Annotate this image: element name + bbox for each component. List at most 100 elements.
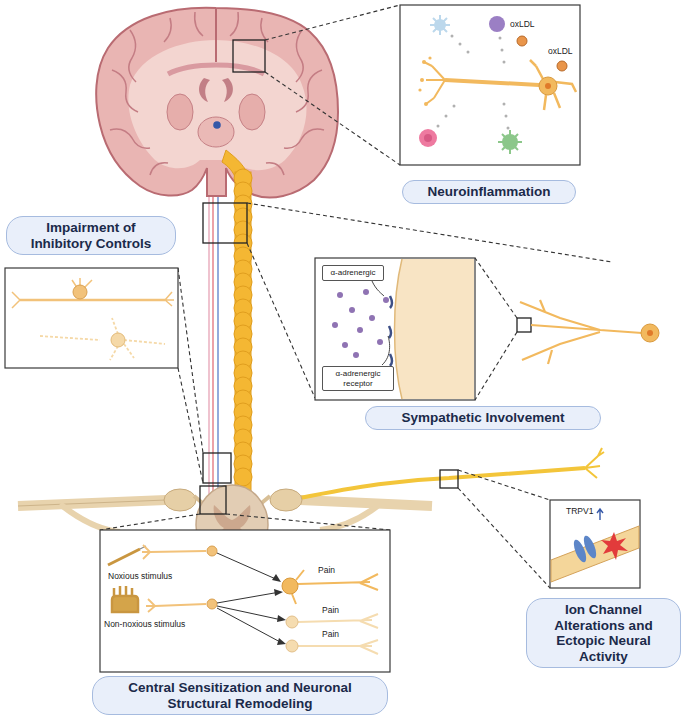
dashed-guide-part [458,470,550,500]
spinal-cord-part [234,468,252,486]
sympathetic-inset-part-part [369,315,375,321]
neuroinflammation-inset [400,5,580,165]
brain-section-part [222,78,233,102]
spinal-cross-section-part [60,504,120,532]
central-inset [100,530,390,672]
zoom-frame-part [440,470,458,488]
dashed-guide-part [178,368,203,483]
spinal-cross-section-part [270,489,302,511]
neuroinflammation-inset-part-part [507,127,510,130]
inhibitory-inset-part [73,285,87,299]
category-pill: Central Sensitization and Neuronal Struc… [92,676,388,715]
central-inset-part [207,546,217,556]
category-pill: Impairment of Inhibitory Controls [6,216,176,255]
inhibitory-inset-part [40,318,165,360]
central-inset-part [286,616,298,628]
neuroinflammation-inset-part-part [437,125,440,128]
brain-section-part-part [261,18,268,42]
neuroinflammation-inset-part-part [445,115,448,118]
neuroinflammation-inset-part [418,56,431,106]
glial-cell-part [419,129,437,147]
category-pill: Neuroinflammation [402,180,576,204]
dashed-guide-part [247,203,612,262]
sympathetic-inset-part [332,289,389,358]
ion-channel-inset-part [597,509,603,520]
neuroinflammation-inset-part-part [451,35,454,38]
central-inset-part [292,570,378,604]
sympathetic-inset-part-part [332,322,338,328]
sympathetic-inset-part-part [363,289,369,295]
neuroinflammation-inset-part [437,35,510,130]
zoom-frame-part [203,203,247,243]
node-text: α-adrenergic [330,268,375,278]
neuroinflammation-inset-part-part [499,37,502,40]
zoom-frame-part [203,453,231,483]
node-text: Impairment of Inhibitory Controls [17,220,165,251]
zoom-frame-part [233,40,265,72]
inhibitory-inset [5,268,178,368]
spinal-cross-section-part [300,468,585,498]
sympathetic-inset-part [372,281,384,296]
spinal-cross-section-part [18,500,166,506]
text-label: Noxious stimulus [108,572,172,582]
zoom-frame-part [517,318,531,332]
neuroinflammation-inset-part [530,60,576,110]
neuroinflammation-inset-part-part [467,51,470,54]
spinal-cross-section-part [300,500,432,506]
sympathetic-inset-part-part [389,326,391,338]
neuroinflammation-inset-part-part [422,60,426,64]
central-inset-part [286,640,298,652]
brain-section-part-part [150,163,168,175]
brain-section-part-part [284,129,324,148]
glial-cell-part [430,15,450,35]
neuroinflammation-inset-part-part [418,88,421,91]
sympathetic-inset-part-part [390,354,392,366]
brain-section-part-part [164,18,171,42]
dashed-guide-part [475,332,517,400]
spinal-cross-section-part [320,504,380,530]
central-inset-part [207,599,217,609]
central-inset-part [282,578,298,594]
node-text: Neuroinflammation [427,184,550,200]
sympathetic-inset [315,258,659,400]
sympathetic-inset-part-part [342,342,348,348]
spinal-cross-section-part [164,489,196,511]
spinal-cord [222,150,252,492]
brain-section-part-part [266,163,284,175]
brain-section-part [198,117,234,147]
category-pill: Ion Channel Alterations and Ectopic Neur… [526,598,681,668]
sympathetic-inset-part-part [357,327,363,333]
central-inset-part [277,638,286,645]
central-inset-part [298,614,378,628]
sympathetic-inset-part [395,259,475,399]
callout-box: α-adrenergic [322,265,384,281]
sympathetic-inset-part-part [337,292,343,298]
dashed-guide-part [247,243,315,398]
ion-channel-inset [550,500,640,588]
sympathetic-inset-part-part [377,339,383,345]
neuroinflammation-inset-part-part [503,61,506,64]
central-inset-part [217,592,282,643]
ion-channel-inset-part [551,526,639,582]
brain-section-part [215,8,217,62]
sympathetic-inset-part-part [353,352,359,358]
callout-box: α-adrenergic receptor [322,366,394,391]
sympathetic-inset-part [382,336,390,365]
dashed-guide-part [100,514,200,530]
sympathetic-inset-part [520,300,642,364]
text-label: oxLDL [510,20,535,30]
text-label: TRPV1 [566,507,593,517]
sympathetic-inset-part [315,258,475,400]
spinal-cross-section-part [18,500,166,506]
neuroinflammation-inset-part-part [453,105,456,108]
brain-section-part-part [129,30,136,82]
brain-section-part [128,40,306,170]
neuroinflammation-inset-part [424,62,445,104]
inhibitory-inset-part [20,299,165,302]
central-inset-part [100,530,390,672]
neuroinflammation-inset-part [517,36,527,46]
node-text: Sympathetic Involvement [402,410,565,426]
node-text: α-adrenergic receptor [327,369,389,388]
brain-section-part-part [195,12,203,36]
